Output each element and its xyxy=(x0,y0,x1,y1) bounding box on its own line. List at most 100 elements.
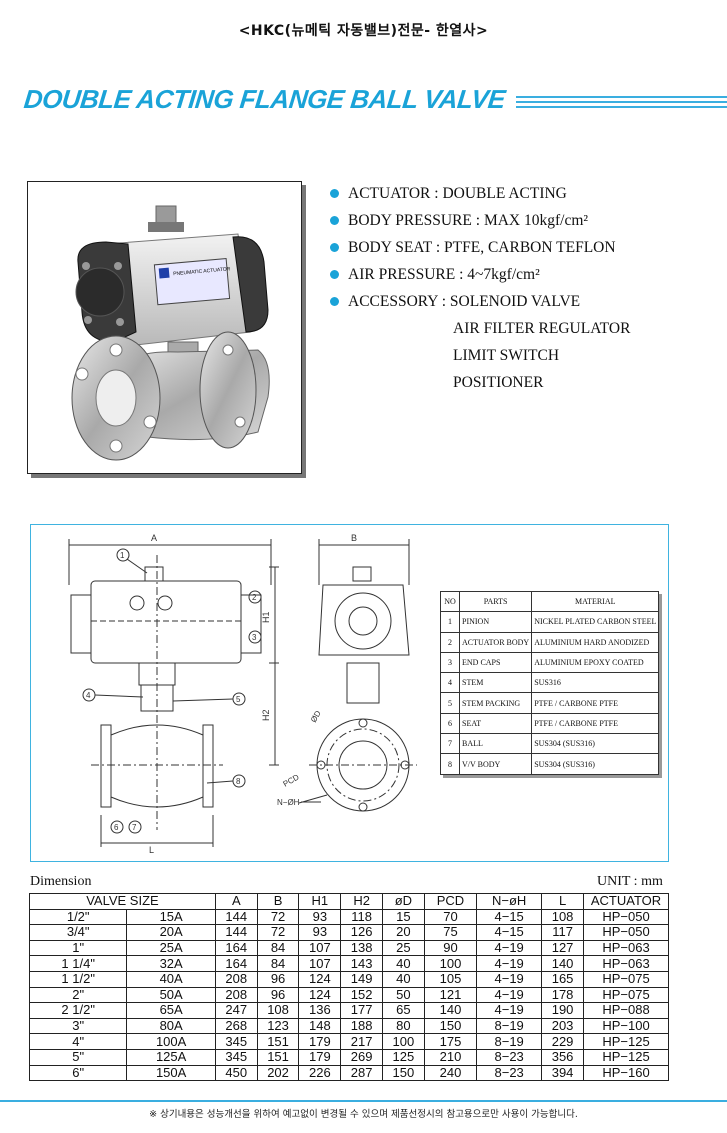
accessory-item: LIMIT SWITCH xyxy=(453,347,560,364)
dimension-cell: 1/2" xyxy=(28,908,128,926)
dimension-label: Dimension xyxy=(30,874,92,889)
technical-drawing: A H1 H2 L 1 2 3 4 5 6 xyxy=(68,533,417,855)
dimension-cell: 151 xyxy=(256,1048,300,1066)
dimension-cell: 164 xyxy=(214,955,258,972)
spec-item: BODY PRESSURE : MAX 10kgf/cm² xyxy=(330,207,630,234)
dimension-cell: 4−15 xyxy=(476,924,543,941)
dimension-table: VALVE SIZE A B H1 H2 øD PCD N−øH L ACTUA… xyxy=(28,893,669,1082)
dimension-cell: 40 xyxy=(382,970,425,988)
dimension-cell: 188 xyxy=(340,1017,384,1035)
accessory-item: POSITIONER xyxy=(453,374,544,391)
parts-cell: ALUMINIUM HARD ANODIZED xyxy=(531,631,660,653)
dimension-cell: 208 xyxy=(214,986,258,1004)
dimension-cell: 268 xyxy=(214,1017,258,1035)
parts-cell: PTFE / CARBONE PTFE xyxy=(531,712,660,735)
valve-photo-illustration: PNEUMATIC ACTUATOR xyxy=(71,205,270,461)
dimension-cell: 126 xyxy=(340,924,384,941)
dimension-cell: HP−125 xyxy=(583,1033,669,1050)
dimension-header-cell: L xyxy=(541,893,584,910)
dimension-cell: 108 xyxy=(256,1002,300,1019)
dimension-cell: 140 xyxy=(423,1002,478,1019)
dimension-cell: 107 xyxy=(298,939,342,957)
dimension-cell: HP−100 xyxy=(583,1017,669,1035)
dimension-cell: 6" xyxy=(28,1064,128,1082)
spec-text: BODY SEAT : PTFE, CARBON TEFLON xyxy=(348,239,616,256)
parts-cell: BALL xyxy=(458,733,533,755)
spec-item: AIR PRESSURE : 4~7kgf/cm² xyxy=(330,261,630,288)
parts-cell: STEM xyxy=(458,672,533,694)
dimension-cell: 208 xyxy=(214,970,258,988)
dimension-cell: 90 xyxy=(423,939,478,957)
dimension-cell: 72 xyxy=(256,924,300,941)
dimension-cell: 108 xyxy=(541,908,584,926)
dimension-cell: 217 xyxy=(340,1033,384,1050)
dimension-cell: 121 xyxy=(423,986,478,1004)
dimension-cell: HP−050 xyxy=(583,908,669,926)
dimension-cell: 149 xyxy=(340,970,384,988)
callout-2: 2 xyxy=(252,593,257,602)
dimension-cell: 210 xyxy=(423,1048,478,1066)
dimension-header-cell: N−øH xyxy=(476,893,543,910)
bullet-icon xyxy=(330,297,339,306)
dimension-cell: 127 xyxy=(541,939,584,957)
footnote: ※ 상기내용은 성능개선을 위하여 예고없이 변경될 수 있으며 제품선정시의 … xyxy=(149,1109,578,1120)
dim-h1-label: H1 xyxy=(261,611,271,623)
dimension-cell: 100A xyxy=(126,1033,216,1050)
unit-label: UNIT : mm xyxy=(597,874,663,889)
dimension-cell: 240 xyxy=(423,1064,478,1082)
dimension-cell: 136 xyxy=(298,1002,342,1019)
dimension-cell: HP−075 xyxy=(583,986,669,1004)
dimension-cell: 229 xyxy=(541,1033,584,1050)
dimension-cell: 15 xyxy=(382,908,425,926)
dimension-cell: 124 xyxy=(298,970,342,988)
dimension-cell: 4−19 xyxy=(476,939,543,957)
dimension-cell: 93 xyxy=(298,924,342,941)
dimension-cell: HP−050 xyxy=(583,924,669,941)
dimension-cell: 65A xyxy=(126,1002,216,1019)
dimension-cell: 3" xyxy=(28,1017,128,1035)
dimension-cell: 65 xyxy=(382,1002,425,1019)
spec-text: AIR PRESSURE : 4~7kgf/cm² xyxy=(348,266,540,283)
dimension-cell: 1 1/2" xyxy=(28,970,128,988)
parts-cell: 8 xyxy=(440,753,460,775)
dimension-cell: 96 xyxy=(256,970,300,988)
spec-text: ACTUATOR : DOUBLE ACTING xyxy=(348,185,567,202)
dimension-cell: 151 xyxy=(256,1033,300,1050)
product-photo: PNEUMATIC ACTUATOR xyxy=(27,181,302,474)
dimension-cell: HP−160 xyxy=(583,1064,669,1082)
dimension-cell: HP−088 xyxy=(583,1002,669,1019)
dimension-cell: 450 xyxy=(214,1064,258,1082)
dimension-cell: 70 xyxy=(423,908,478,926)
dimension-cell: 150 xyxy=(423,1017,478,1035)
dimension-cell: 107 xyxy=(298,955,342,972)
dimension-header-cell: H2 xyxy=(340,893,384,910)
bullet-icon xyxy=(330,189,339,198)
dimension-cell: 269 xyxy=(340,1048,384,1066)
dimension-header-cell: VALVE SIZE xyxy=(29,893,216,910)
dimension-cell: 25 xyxy=(382,939,425,957)
dimension-cell: 150A xyxy=(126,1064,216,1082)
parts-cell: V/V BODY xyxy=(458,753,533,775)
dimension-cell: 148 xyxy=(298,1017,342,1035)
callout-6: 6 xyxy=(114,823,119,832)
dimension-header-cell: øD xyxy=(382,893,425,910)
dimension-cell: 8−23 xyxy=(476,1064,543,1082)
spec-item: ACTUATOR : DOUBLE ACTING xyxy=(330,180,630,207)
parts-cell: STEM PACKING xyxy=(458,692,533,714)
dimension-cell: 8−19 xyxy=(476,1033,543,1050)
dimension-cell: 165 xyxy=(541,970,584,988)
dimension-cell: 50 xyxy=(382,986,425,1004)
spec-item: BODY SEAT : PTFE, CARBON TEFLON xyxy=(330,234,630,261)
